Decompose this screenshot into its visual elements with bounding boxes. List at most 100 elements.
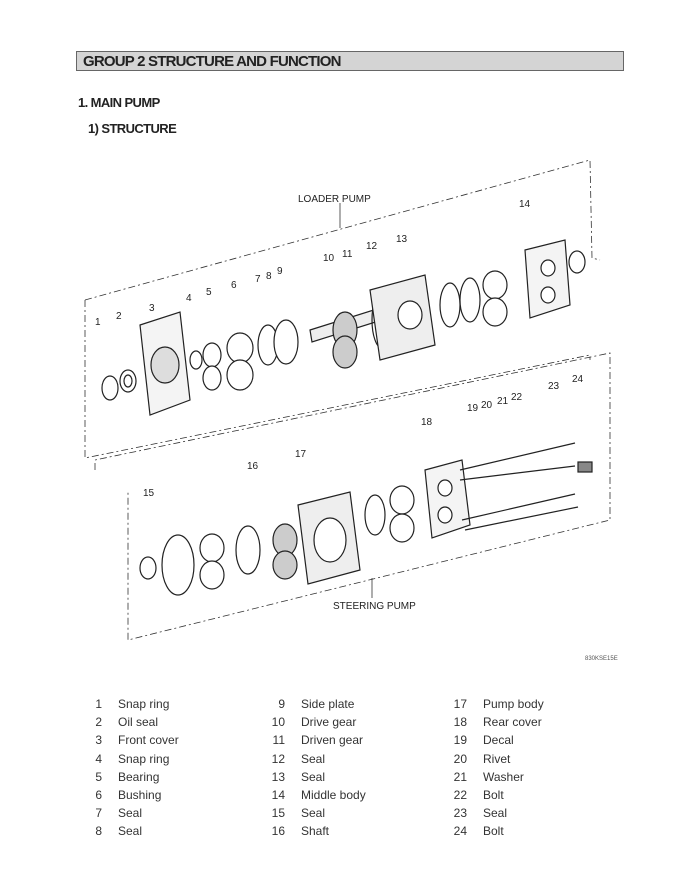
group-title-bar: GROUP 2 STRUCTURE AND FUNCTION	[76, 51, 624, 71]
part-row: 18 Rear cover	[445, 715, 544, 733]
loader-pump-label: LOADER PUMP	[298, 194, 371, 205]
part-row: 11 Driven gear	[263, 733, 366, 751]
parts-list-col2: 9 Side plate 10 Drive gear 11 Driven gear 1…	[263, 697, 366, 843]
callout: 3	[149, 303, 155, 314]
part-number: 11	[272, 733, 285, 748]
part-name: Driven gear	[301, 733, 364, 748]
part-name: Front cover	[118, 733, 179, 748]
part-name: Rivet	[483, 751, 511, 766]
part-number: 14	[271, 787, 285, 802]
part-number: 24	[453, 824, 467, 839]
part-number: 22	[453, 787, 467, 802]
part-number: 21	[453, 769, 467, 784]
callout: 11	[342, 249, 353, 260]
part-name: Bearing	[118, 769, 160, 784]
callout: 23	[548, 381, 560, 392]
part-number: 5	[95, 769, 102, 784]
part-row: 8 Seal	[80, 824, 179, 842]
callout: 6	[231, 280, 237, 291]
steering-pump-label: STEERING PUMP	[333, 601, 416, 612]
part-name: Seal	[301, 751, 326, 766]
callout: 13	[396, 234, 408, 245]
part-row: 1 Snap ring	[80, 697, 179, 715]
part-row: 19 Decal	[445, 733, 544, 751]
part-name: Oil seal	[118, 715, 159, 730]
part-name: Middle body	[301, 787, 366, 802]
part-number: 18	[453, 715, 467, 730]
part-row: 12 Seal	[263, 752, 366, 770]
part-number: 17	[453, 697, 467, 711]
callout: 7	[255, 274, 261, 285]
callout: 16	[247, 461, 259, 472]
part-number: 6	[95, 787, 102, 802]
part-name: Side plate	[301, 697, 355, 711]
part-name: Bushing	[118, 787, 162, 802]
callout: 18	[421, 417, 433, 428]
part-row: 9 Side plate	[263, 697, 366, 715]
part-row: 5 Bearing	[80, 770, 179, 788]
part-name: Bolt	[483, 824, 504, 839]
part-name: Snap ring	[118, 751, 170, 766]
part-number: 8	[95, 824, 102, 839]
part-number: 23	[453, 806, 467, 821]
part-number: 20	[453, 751, 467, 766]
part-number: 7	[95, 806, 102, 821]
callout: 24	[572, 374, 584, 385]
steering-pump-parts	[139, 442, 593, 596]
callout: 12	[366, 241, 378, 252]
part-row: 24 Bolt	[445, 824, 544, 842]
loader-pump-parts	[101, 239, 586, 416]
part-number: 19	[453, 733, 467, 748]
part-number: 16	[271, 824, 285, 839]
callout: 22	[511, 392, 523, 403]
part-name: Seal	[118, 824, 143, 839]
part-number: 10	[271, 715, 285, 730]
drawing-code: 830KSE15E	[585, 656, 618, 662]
loader-pump-boundary	[84, 159, 601, 301]
callout: 5	[206, 287, 212, 298]
part-name: Decal	[483, 733, 514, 748]
part-number: 15	[271, 806, 285, 821]
callout: 10	[323, 253, 335, 264]
callout: 4	[186, 293, 192, 304]
callout: 19	[467, 403, 479, 414]
part-number: 2	[95, 715, 102, 730]
part-row: 21 Washer	[445, 770, 544, 788]
part-row: 4 Snap ring	[80, 752, 179, 770]
section-title: 1. MAIN PUMP	[78, 95, 160, 110]
part-name: Drive gear	[301, 715, 357, 730]
part-name: Washer	[483, 769, 524, 784]
part-name: Seal	[118, 806, 143, 821]
callout: 8	[266, 271, 272, 282]
part-name: Rear cover	[483, 715, 542, 730]
callout: 1	[95, 317, 101, 328]
part-number: 12	[271, 751, 285, 766]
callout-numbers: 1 2 3 4 5 6 7 8 9 10 11 12 13 14 15 16 1…	[95, 199, 584, 499]
group-title: GROUP 2 STRUCTURE AND FUNCTION	[83, 53, 341, 70]
callout: 2	[116, 311, 122, 322]
callout: 14	[519, 199, 531, 210]
steering-pump-boundary	[94, 352, 611, 641]
part-name: Snap ring	[118, 697, 170, 711]
part-number: 9	[278, 697, 285, 711]
callout: 21	[497, 396, 509, 407]
callout: 20	[481, 400, 493, 411]
part-name: Seal	[301, 806, 326, 821]
section-subtitle: 1) STRUCTURE	[88, 121, 177, 136]
part-row: 2 Oil seal	[80, 715, 179, 733]
callout: 15	[143, 488, 155, 499]
part-name: Shaft	[301, 824, 330, 839]
callout: 9	[277, 266, 283, 277]
part-row: 6 Bushing	[80, 788, 179, 806]
part-row: 15 Seal	[263, 806, 366, 824]
part-name: Seal	[483, 806, 508, 821]
part-number: 1	[95, 697, 102, 711]
part-number: 4	[95, 751, 102, 766]
